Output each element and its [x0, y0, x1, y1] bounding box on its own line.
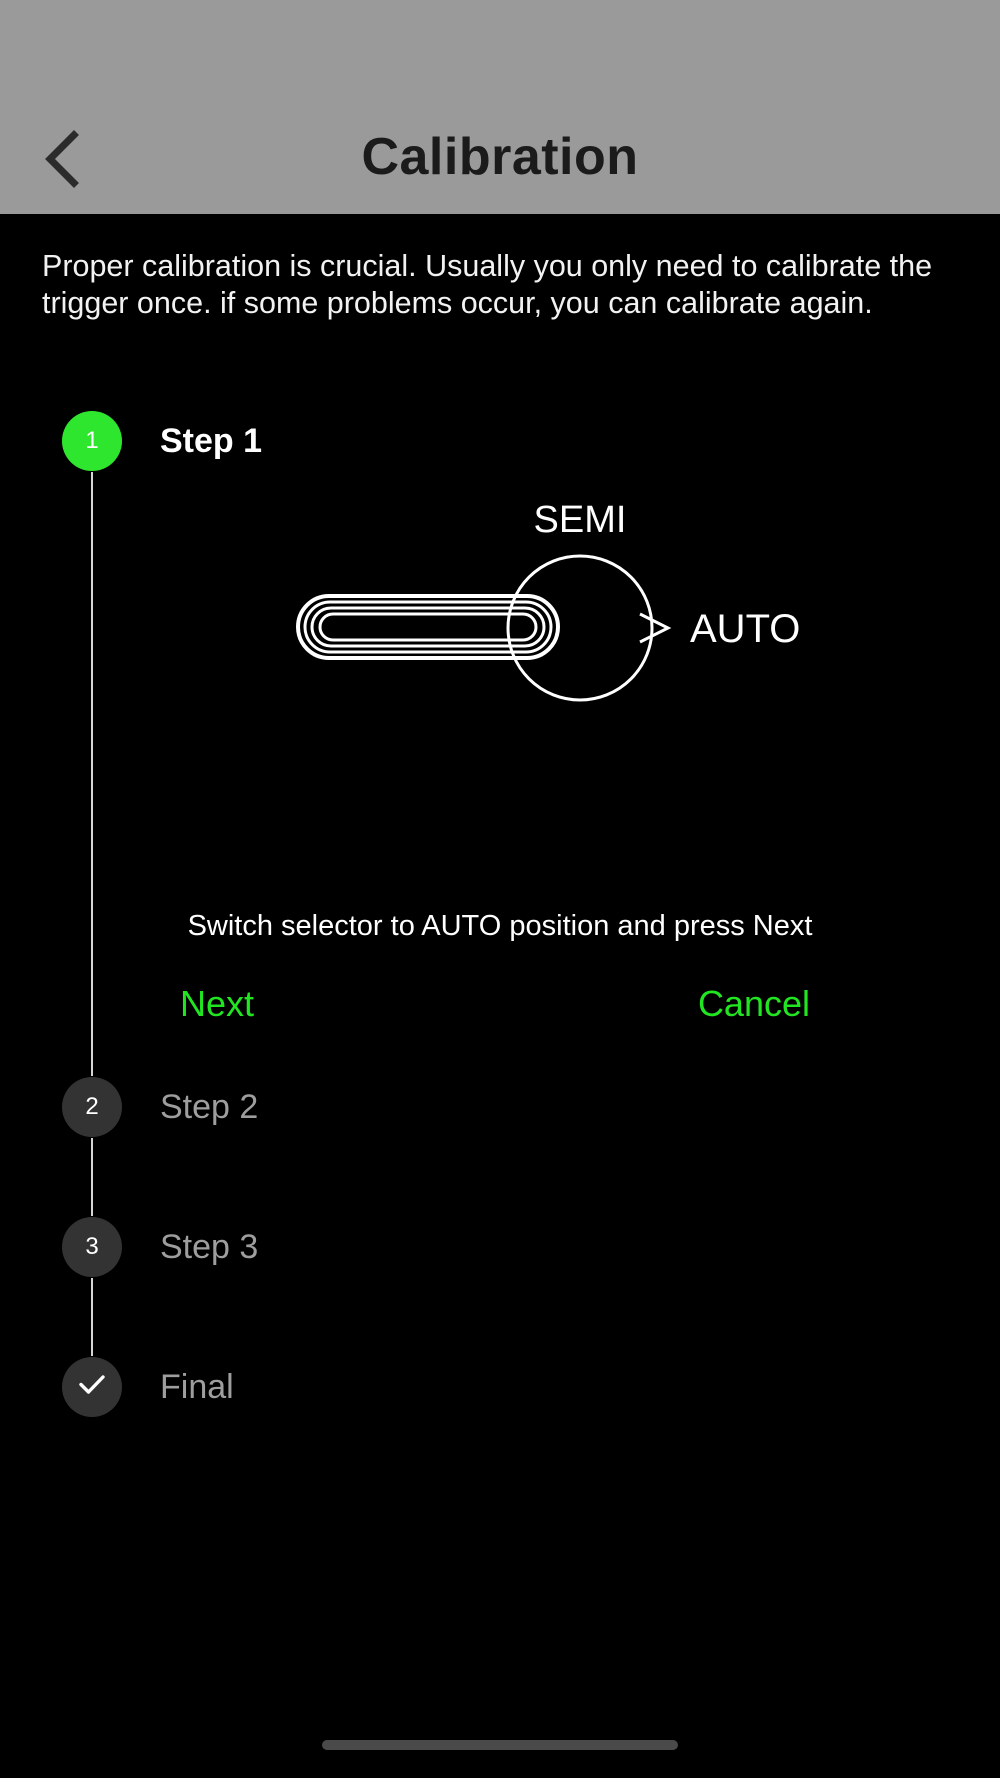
description-text: Proper calibration is crucial. Usually y… — [42, 249, 933, 320]
step-label-final: Final — [160, 1368, 234, 1406]
selector-pointer — [639, 612, 672, 644]
back-button[interactable] — [30, 127, 94, 191]
auto-label: AUTO — [690, 607, 800, 651]
calibration-stepper: 1 Step 1 SEMI — [0, 410, 1000, 1418]
step-bullet-1[interactable]: 1 — [62, 411, 122, 471]
app-bar: Calibration — [0, 0, 1000, 214]
next-button[interactable]: Next — [180, 983, 255, 1024]
step-connector-1 — [91, 472, 93, 1076]
step-1-instruction: Switch selector to AUTO position and pre… — [187, 910, 813, 942]
step-header-3[interactable]: 3 Step 3 — [0, 1216, 1000, 1278]
semi-label: SEMI — [534, 499, 627, 541]
selector-dial — [506, 554, 654, 702]
step-header-final[interactable]: Final — [0, 1356, 1000, 1418]
chevron-left-icon — [40, 129, 84, 189]
step-3-spacer — [0, 1278, 1000, 1356]
step-connector-3 — [91, 1278, 93, 1356]
fire-selector-diagram: SEMI AUTO — [0, 472, 1000, 832]
step-connector-2 — [91, 1138, 93, 1216]
step-item-final: Final — [0, 1356, 1000, 1418]
step-1-content: SEMI AUTO Switch selector — [0, 472, 1000, 1076]
step-header-2[interactable]: 2 Step 2 — [0, 1076, 1000, 1138]
step-bullet-3[interactable]: 3 — [62, 1217, 122, 1277]
page-title: Calibration — [361, 128, 639, 186]
step-1-actions: Next Cancel — [0, 982, 1000, 1042]
home-indicator[interactable] — [322, 1740, 678, 1750]
step-item-1: 1 Step 1 SEMI — [0, 410, 1000, 1076]
step-bullet-2[interactable]: 2 — [62, 1077, 122, 1137]
app-bar-inner: Calibration — [0, 104, 1000, 214]
check-icon — [75, 1367, 109, 1408]
step-label-2: Step 2 — [160, 1088, 259, 1126]
step-bullet-final[interactable] — [62, 1357, 122, 1417]
step-label-1: Step 1 — [160, 422, 263, 460]
step-label-3: Step 3 — [160, 1228, 259, 1266]
step-header-1[interactable]: 1 Step 1 — [0, 410, 1000, 472]
step-item-3: 3 Step 3 — [0, 1216, 1000, 1356]
cancel-button[interactable]: Cancel — [697, 983, 810, 1024]
step-item-2: 2 Step 2 — [0, 1076, 1000, 1216]
step-2-spacer — [0, 1138, 1000, 1216]
